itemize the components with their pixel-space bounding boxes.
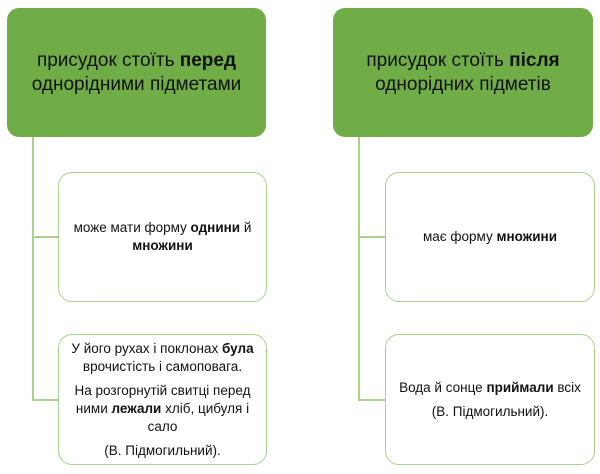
text: Вода й сонце [399, 379, 487, 395]
text: На розгорнутій свитці перед ними [74, 382, 251, 416]
example-sentence-1: У його рухах і поклонах була врочистість… [67, 340, 258, 376]
right-child-1-text: має форму множини [423, 228, 557, 246]
text: хліб, цибуля і сало [147, 400, 250, 434]
bold-text: множини [132, 238, 193, 253]
author-citation: (В. Підмогильний). [431, 403, 549, 419]
left-header-bold: перед [179, 49, 237, 71]
example-sentence: Вода й сонце приймали всіх [399, 379, 581, 397]
left-header-box: присудок стоїть перед однорідними підмет… [7, 8, 266, 137]
right-connector-vertical [358, 137, 360, 401]
bold-text: однини [190, 220, 241, 235]
text: й [240, 220, 252, 235]
right-header-bold: після [509, 49, 560, 71]
text: всіх [553, 379, 581, 395]
right-child-1: має форму множини [385, 172, 595, 302]
text: має форму [422, 229, 497, 244]
right-connector-2 [358, 399, 385, 401]
bold-text: була [222, 340, 254, 356]
left-connector-vertical [32, 137, 34, 401]
left-header-text: присудок стоїть перед однорідними підмет… [32, 49, 242, 97]
text: врочистість і самоповага. [82, 358, 243, 374]
bold-text: лежали [111, 400, 162, 416]
left-connector-2 [32, 399, 58, 401]
bold-text: приймали [486, 379, 554, 395]
right-child-2: Вода й сонце приймали всіх (В. Підмогиль… [385, 334, 595, 465]
left-connector-1 [32, 236, 58, 238]
right-header-text: присудок стоїть після однорідних підметі… [366, 49, 559, 97]
bold-text: множини [496, 229, 558, 244]
right-header-pre: присудок стоїть [366, 49, 510, 71]
left-header-post: однорідними підметами [31, 73, 242, 95]
author-citation: (В. Підмогильний). [104, 442, 221, 458]
right-connector-1 [358, 236, 385, 238]
text: У його рухах і поклонах [71, 340, 223, 356]
right-header-post: однорідних підметів [375, 73, 551, 95]
text: може мати форму [73, 220, 191, 235]
right-header-box: присудок стоїть після однорідних підметі… [333, 8, 593, 137]
left-child-1-text: може мати форму однини й множини [74, 219, 252, 255]
example-sentence-2: На розгорнутій свитці перед ними лежали … [67, 382, 258, 436]
left-child-1: може мати форму однини й множини [58, 172, 267, 302]
left-child-2: У його рухах і поклонах була врочистість… [58, 334, 267, 465]
left-header-pre: присудок стоїть [36, 49, 180, 71]
